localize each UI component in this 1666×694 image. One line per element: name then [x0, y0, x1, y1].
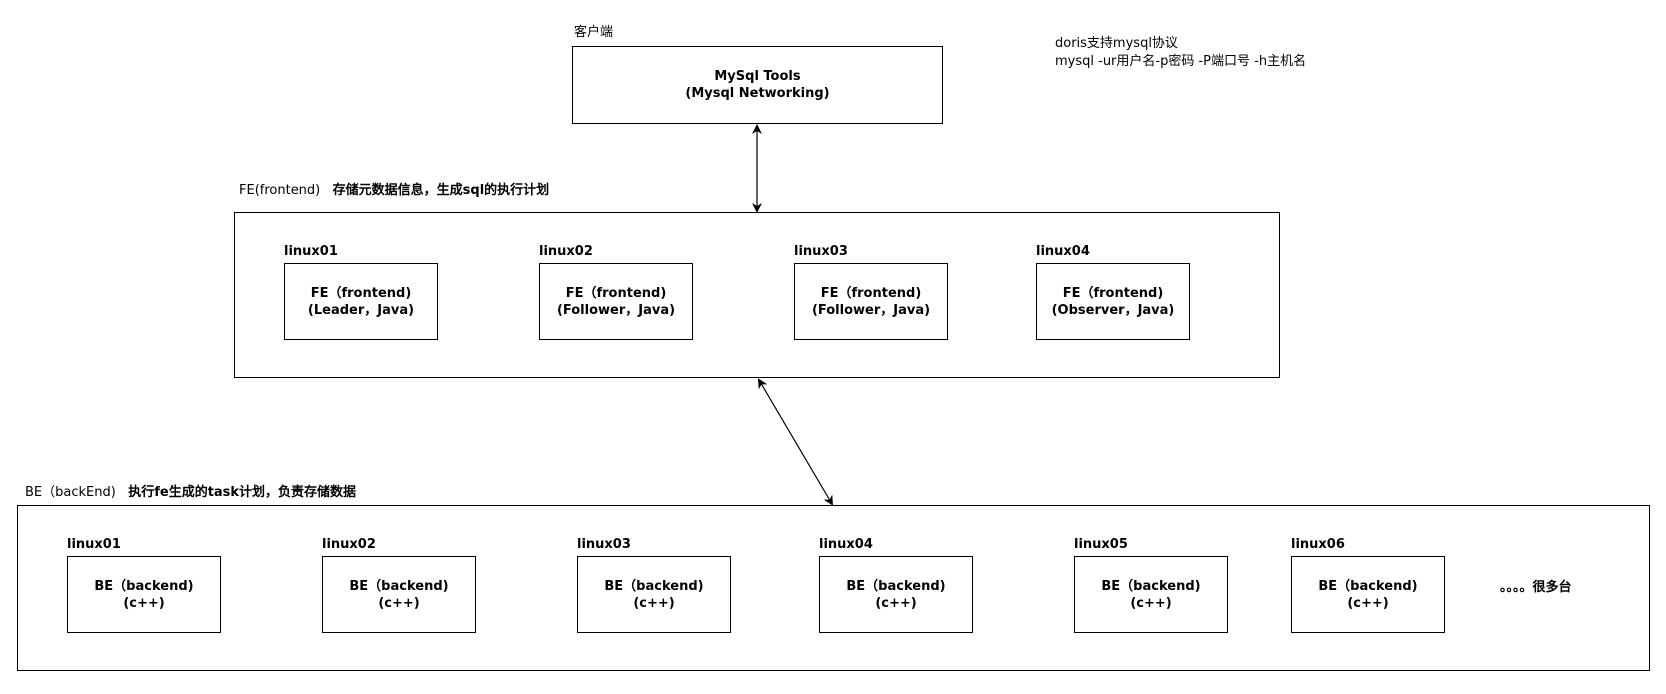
- note-line2: mysql -ur用户名-p密码 -P端口号 -h主机名: [1055, 54, 1307, 69]
- be-node-line2: (c++): [1130, 595, 1172, 611]
- be-node-box: [1074, 556, 1228, 633]
- be-caption-bold: 执行fe生成的task计划，负责存储数据: [128, 485, 357, 500]
- fe-node-host: linux03: [794, 244, 848, 259]
- fe-node-box: [794, 263, 948, 340]
- be-node-line1: BE（backend): [1318, 578, 1418, 594]
- fe-node-label: FE（frontend) (Observer，Java): [1036, 263, 1190, 340]
- fe-node-line2: (Follower，Java): [811, 302, 931, 318]
- fe-node-line2: (Leader，Java): [307, 302, 415, 318]
- be-node-label: BE（backend) (c++): [1291, 556, 1445, 633]
- client-line2: (Mysql Networking): [685, 86, 830, 101]
- be-node-box: [322, 556, 476, 633]
- client-box: [572, 46, 943, 124]
- be-caption-plain: BE（backEnd): [25, 485, 116, 500]
- be-node-line2: (c++): [378, 595, 420, 611]
- be-node-host: linux04: [819, 537, 873, 552]
- fe-node-host: linux02: [539, 244, 593, 259]
- be-node-host: linux02: [322, 537, 376, 552]
- note-line1: doris支持mysql协议: [1055, 36, 1178, 51]
- fe-caption-plain: FE(frontend): [239, 183, 321, 198]
- fe-node-line1: FE（frontend): [1062, 285, 1164, 301]
- be-node-line1: BE（backend): [94, 578, 194, 594]
- fe-node-box: [1036, 263, 1190, 340]
- be-node-box: [577, 556, 731, 633]
- be-more-label: 。。。。很多台: [1500, 580, 1572, 595]
- fe-node-label: FE（frontend) (Follower，Java): [539, 263, 693, 340]
- be-node-line2: (c++): [123, 595, 165, 611]
- client-line1: MySql Tools: [714, 69, 801, 84]
- fe-node-box: [539, 263, 693, 340]
- be-node-label: BE（backend) (c++): [1074, 556, 1228, 633]
- be-node-label: BE（backend) (c++): [577, 556, 731, 633]
- be-node-host: linux06: [1291, 537, 1345, 552]
- fe-node-host: linux01: [284, 244, 338, 259]
- be-node-box: [1291, 556, 1445, 633]
- be-node-box: [67, 556, 221, 633]
- fe-node-line1: FE（frontend): [820, 285, 922, 301]
- be-node-line2: (c++): [1347, 595, 1389, 611]
- be-node-line1: BE（backend): [846, 578, 946, 594]
- be-node-host: linux03: [577, 537, 631, 552]
- be-node-host: linux01: [67, 537, 121, 552]
- fe-node-line1: FE（frontend): [310, 285, 412, 301]
- be-node-label: BE（backend) (c++): [67, 556, 221, 633]
- fe-node-line2: (Observer，Java): [1051, 302, 1175, 318]
- be-caption: BE（backEnd) 执行fe生成的task计划，负责存储数据: [25, 485, 356, 501]
- fe-node-box: [284, 263, 438, 340]
- be-node-host: linux05: [1074, 537, 1128, 552]
- be-node-line2: (c++): [633, 595, 675, 611]
- be-node-label: BE（backend) (c++): [819, 556, 973, 633]
- fe-node-label: FE（frontend) (Follower，Java): [794, 263, 948, 340]
- fe-node-label: FE（frontend) (Leader，Java): [284, 263, 438, 340]
- fe-caption-bold: 存储元数据信息，生成sql的执行计划: [332, 183, 550, 198]
- fe-node-line1: FE（frontend): [565, 285, 667, 301]
- be-node-line1: BE（backend): [604, 578, 704, 594]
- fe-caption: FE(frontend) 存储元数据信息，生成sql的执行计划: [239, 183, 549, 199]
- be-node-line1: BE（backend): [349, 578, 449, 594]
- client-caption: 客户端: [574, 25, 614, 40]
- client-label: MySql Tools (Mysql Networking): [572, 46, 943, 124]
- fe-node-host: linux04: [1036, 244, 1090, 259]
- fe-be-arrow: [757, 378, 834, 506]
- fe-node-line2: (Follower，Java): [556, 302, 676, 318]
- be-node-line1: BE（backend): [1101, 578, 1201, 594]
- be-node-box: [819, 556, 973, 633]
- be-node-line2: (c++): [875, 595, 917, 611]
- be-node-label: BE（backend) (c++): [322, 556, 476, 633]
